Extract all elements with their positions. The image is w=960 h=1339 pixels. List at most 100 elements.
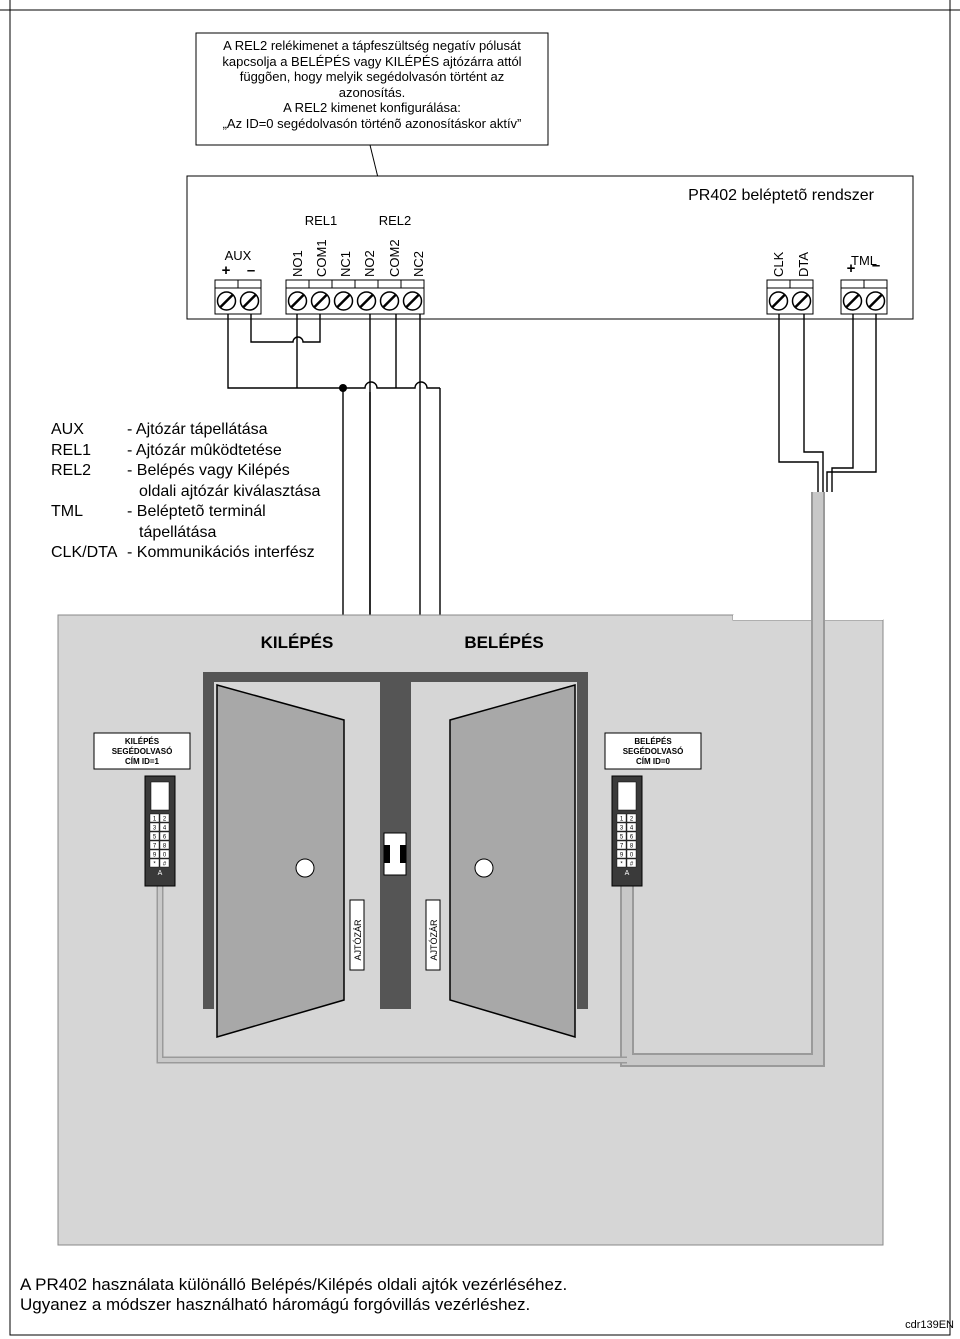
key-button[interactable] <box>616 822 627 832</box>
key-label: 4 <box>630 825 634 831</box>
legend-key: AUX <box>51 421 84 438</box>
key-button[interactable] <box>149 849 160 859</box>
reader-display <box>150 781 170 811</box>
left-reader-line3: CÍM ID=1 <box>125 757 160 766</box>
tml-label: TML <box>851 253 877 268</box>
relay-terminal-block <box>285 279 425 315</box>
key-button[interactable] <box>626 840 637 850</box>
left-reader-line1: KILÉPÉS <box>125 737 160 746</box>
terminal-label-com2: COM2 <box>387 239 402 277</box>
callout-line: kapcsolja a BELÉPÉS vagy KILÉPÉS ajtózár… <box>222 53 522 69</box>
aux-plus-label: + <box>222 262 231 279</box>
aux-minus-wire <box>250 314 321 343</box>
key-button[interactable] <box>616 840 627 850</box>
left-door <box>216 684 345 1038</box>
callout: A REL2 relékimenet a tápfeszültség negat… <box>196 33 548 145</box>
corner-marks <box>0 0 960 11</box>
key-button[interactable] <box>159 840 170 850</box>
screw-slot <box>771 294 786 308</box>
key-label: 5 <box>153 834 157 840</box>
key-button[interactable] <box>626 831 637 841</box>
entry-label: BELÉPÉS <box>464 633 543 652</box>
left-reader-line2: SEGÉDOLVASÓ <box>112 747 173 756</box>
key-button[interactable] <box>149 858 160 868</box>
key-button[interactable] <box>616 849 627 859</box>
key-button[interactable] <box>159 831 170 841</box>
key-button[interactable] <box>159 813 170 823</box>
terminal-top <box>308 279 333 289</box>
exit-label: KILÉPÉS <box>261 633 334 652</box>
legend-key: CLK/DTA <box>51 544 118 561</box>
key-label: # <box>630 861 634 867</box>
key-button[interactable] <box>626 849 637 859</box>
screw-slot <box>242 294 257 308</box>
controller-title: PR402 beléptetõ rendszer <box>688 187 875 204</box>
right-door-knob <box>474 858 494 878</box>
document-code: cdr139EN <box>905 1319 954 1331</box>
key-button[interactable] <box>149 813 160 823</box>
reader-brand-mark: A <box>158 870 163 877</box>
tml-terminal-block <box>840 279 888 315</box>
key-label: 0 <box>630 852 634 858</box>
legend-desc: - Belépés vagy Kilépés <box>127 462 290 479</box>
key-button[interactable] <box>626 813 637 823</box>
clk-wire <box>778 314 819 492</box>
right-reader-line1: BELÉPÉS <box>634 737 672 746</box>
terminal-label-dta: DTA <box>796 252 811 277</box>
right-door <box>449 684 576 1039</box>
legend-desc: - Beléptetõ terminál <box>127 503 266 520</box>
key-button[interactable] <box>626 822 637 832</box>
key-label: # <box>163 861 167 867</box>
screw-slot <box>868 294 883 308</box>
key-label: 1 <box>153 816 157 822</box>
footer-line1: A PR402 használata különálló Belépés/Kil… <box>20 1275 568 1294</box>
terminal-top <box>377 279 402 289</box>
reader-brand-mark: A <box>625 870 630 877</box>
left-lock <box>349 899 365 971</box>
reader-display <box>617 781 637 811</box>
terminal-label-nc2: NC2 <box>411 251 426 277</box>
key-button[interactable] <box>159 822 170 832</box>
key-button[interactable] <box>149 831 160 841</box>
tml-minus-label: – <box>872 257 880 274</box>
terminal-top <box>331 279 356 289</box>
callout-box <box>195 32 549 146</box>
key-label: 4 <box>163 825 167 831</box>
key-button[interactable] <box>616 858 627 868</box>
right-lock <box>425 899 441 971</box>
key-button[interactable] <box>159 858 170 868</box>
footer-line2: Ugyanez a módszer használható háromágú f… <box>20 1295 531 1314</box>
terminal-label-clk: CLK <box>771 251 786 277</box>
left-lock-label: AJTÓZÁR <box>353 919 363 961</box>
key-button[interactable] <box>149 822 160 832</box>
bus-terminal-block <box>766 279 814 315</box>
screw-slot <box>845 294 860 308</box>
key-button[interactable] <box>626 858 637 868</box>
callout-line: függõen, hogy melyik segédolvasón történ… <box>239 69 505 85</box>
key-label: 8 <box>163 843 167 849</box>
screw-slot <box>290 294 305 308</box>
callout-line: azonosítás. <box>338 84 406 100</box>
page-border <box>9 9 951 1336</box>
terminal-top <box>214 279 239 289</box>
key-button[interactable] <box>149 840 160 850</box>
callout-line: A REL2 relékimenet a tápfeszültség negat… <box>223 38 521 53</box>
key-label: 2 <box>163 816 167 822</box>
key-label: * <box>153 861 156 867</box>
key-button[interactable] <box>616 831 627 841</box>
key-button[interactable] <box>616 813 627 823</box>
callout-line: „Az ID=0 segédolvasón történõ azonosítás… <box>222 115 522 131</box>
key-label: 8 <box>630 843 634 849</box>
tml-plus-label: + <box>847 260 856 277</box>
legend-desc: oldali ajtózár kiválasztása <box>139 482 321 500</box>
left-reader-cable-core <box>158 885 627 1062</box>
relay-bus-wire <box>343 381 440 389</box>
key-button[interactable] <box>159 849 170 859</box>
terminal-top <box>766 279 791 289</box>
key-label: 5 <box>620 834 624 840</box>
terminal-top <box>789 279 814 289</box>
terminal-label-nc1: NC1 <box>338 251 353 277</box>
key-label: * <box>620 861 623 867</box>
